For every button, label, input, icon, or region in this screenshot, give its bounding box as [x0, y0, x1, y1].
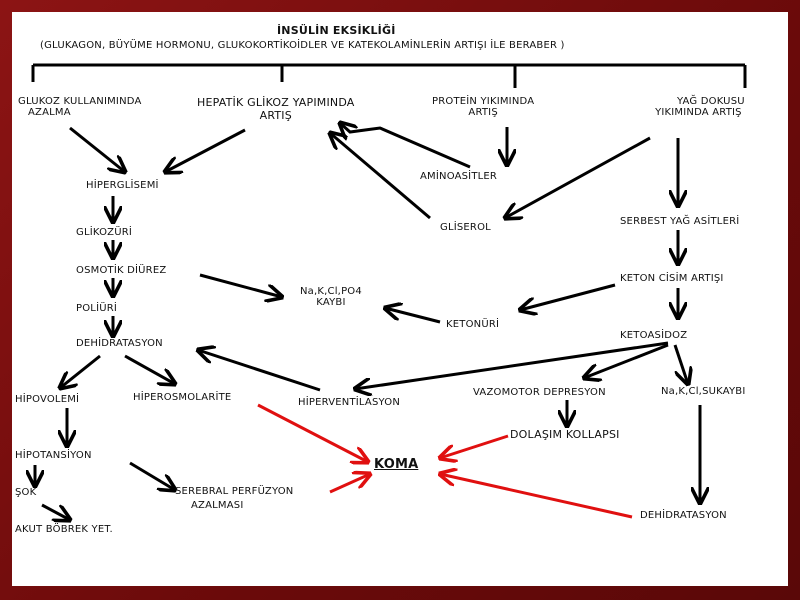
black-arrows: [35, 123, 700, 520]
node-poliuri: POLİÜRİ: [76, 303, 118, 314]
arrow-dehidratasyon2-to-koma: [440, 474, 633, 519]
node-hipotansiyon: HİPOTANSİYON: [15, 450, 92, 461]
arrow-aminoasit-to-hepatik: [340, 123, 471, 169]
arrow-yag-to-gliserol: [505, 136, 651, 218]
arrow-ketoasidoz-to-nakcl: [673, 344, 688, 384]
arrow-serebral-to-koma: [329, 474, 370, 494]
node-sok: ŞOK: [15, 487, 37, 498]
node-hiperventilasyon: HİPERVENTİLASYON: [298, 397, 401, 408]
node-serbest-yag-asitleri: SERBEST YAĞ ASİTLERİ: [620, 216, 740, 227]
node-keton-cisim: KETON CİSİM ARTIŞI: [620, 273, 724, 284]
node-dehidratasyon-2: DEHİDRATASYON: [640, 510, 727, 521]
node-hiperglisemi: HİPERGLİSEMİ: [86, 180, 159, 191]
node-vazomotor-depresyon: VAZOMOTOR DEPRESYON: [473, 387, 606, 398]
diagram-subtitle: (GLUKAGON, BÜYÜME HORMONU, GLUKOKORTİKOİ…: [40, 40, 565, 51]
node-elektrolit-kaybi: Na,K,Cl,PO4 KAYBI: [300, 286, 362, 308]
arrow-keton-to-ketonuri: [520, 283, 616, 310]
arrow-hepatik-to-hiperglisemi: [165, 128, 246, 172]
node-serebral-perfuzyon: SEREBRAL PERFÜZYON AZALMASI: [175, 486, 294, 511]
arrow-ketoasidoz-to-hiperventilasyon: [355, 341, 669, 389]
arrow-layer: [12, 63, 747, 586]
arrow-hipotansiyon-to-serebral: [129, 461, 175, 490]
arrow-glukoz-to-hiperglisemi: [69, 126, 125, 172]
arrow-gliserol-to-hepatik: [330, 133, 431, 220]
node-glukoz-kullanim: GLUKOZ KULLANIMINDA AZALMA: [18, 96, 142, 118]
red-arrows: [257, 403, 633, 519]
arrow-dolasim-to-koma: [440, 434, 509, 458]
diagram-canvas: İNSÜLİN EKSİKLİĞİ (GLUKAGON, BÜYÜME HORM…: [12, 12, 788, 586]
top-bracket: [31, 63, 747, 88]
node-gliserol: GLİSEROL: [440, 222, 491, 233]
node-osmotik-diurez: OSMOTİK DİÜREZ: [76, 265, 167, 276]
node-koma: KOMA: [374, 457, 419, 472]
arrow-osmotik-to-elektrolit: [199, 273, 282, 297]
node-akut-bobrek: AKUT BÖBREK YET.: [15, 524, 113, 535]
node-hiperosmolarite: HİPEROSMOLARİTE: [133, 392, 232, 403]
diagram-title: İNSÜLİN EKSİKLİĞİ: [277, 24, 396, 37]
node-glikozuri: GLİKOZÜRİ: [76, 227, 133, 238]
node-dehidratasyon: DEHİDRATASYON: [76, 338, 163, 349]
arrow-ketonuri-to-elektrolit: [385, 308, 441, 324]
node-dolasim-kollapsi: DOLAŞIM KOLLAPSI: [510, 428, 620, 441]
node-ketonuri: KETONÜRİ: [446, 319, 500, 330]
arrow-ketoasidoz-to-vazomotor: [584, 343, 669, 378]
arrow-hiperventilasyon-to-dehidratasyon: [198, 350, 321, 392]
node-protein: PROTEİN YIKIMINDA ARTIŞ: [432, 96, 535, 118]
node-yag-dokusu: YAĞ DOKUSU YIKIMINDA ARTIŞ: [655, 96, 745, 118]
arrow-hiperosmolarite-to-koma: [257, 403, 368, 462]
arrow-dehidratasyon-to-hiperosmolarite: [124, 354, 175, 384]
arrow-dehidratasyon-to-hipovolemi: [60, 354, 101, 388]
arrow-sok-to-akut: [41, 503, 70, 520]
node-aminoasitler: AMİNOASİTLER: [420, 171, 498, 182]
node-hipovolemi: HİPOVOLEMİ: [15, 394, 80, 405]
node-hepatik: HEPATİK GLİKOZ YAPIMINDA ARTIŞ: [197, 96, 355, 122]
node-na-k-cl-sukaybi: Na,K,Cl,SUKAYBI: [661, 386, 746, 397]
node-ketoasidoz: KETOASİDOZ: [620, 330, 688, 341]
